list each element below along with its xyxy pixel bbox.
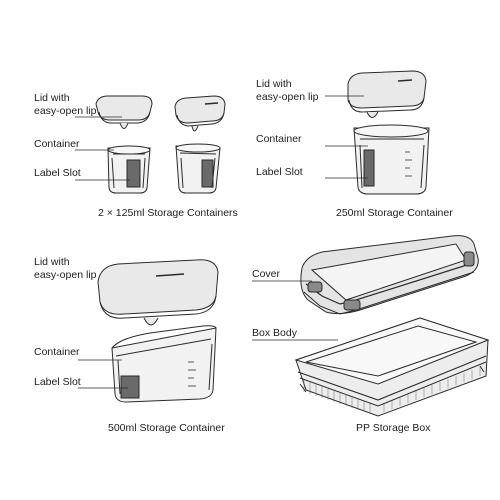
small-slot-label: Label Slot — [34, 167, 81, 179]
small-lid-1 — [95, 95, 153, 129]
medium-lid-label: Lid with easy-open lip — [256, 78, 319, 103]
medium-slot-label: Label Slot — [256, 166, 303, 178]
medium-lid — [347, 70, 427, 118]
large-caption: 500ml Storage Container — [108, 422, 225, 434]
small-caption: 2 × 125ml Storage Containers — [98, 207, 238, 219]
small-lid-label: Lid with easy-open lip — [34, 92, 97, 117]
large-lid — [97, 259, 219, 326]
pp-cover — [300, 235, 479, 315]
small-lid-2 — [174, 95, 226, 132]
small-container-label: Container — [34, 138, 80, 150]
large-lid-label: Lid with easy-open lip — [34, 256, 97, 281]
large-container — [111, 325, 217, 403]
large-slot-label: Label Slot — [34, 376, 81, 388]
small-container-1 — [107, 145, 151, 194]
large-container-label: Container — [34, 346, 80, 358]
medium-caption: 250ml Storage Container — [336, 207, 453, 219]
pp-caption: PP Storage Box — [356, 422, 431, 434]
small-container-2 — [175, 143, 221, 194]
pp-body-label: Box Body — [252, 327, 297, 339]
medium-container-label: Container — [256, 133, 302, 145]
pp-body — [294, 317, 490, 417]
pp-cover-label: Cover — [252, 268, 281, 280]
medium-container — [353, 124, 430, 195]
